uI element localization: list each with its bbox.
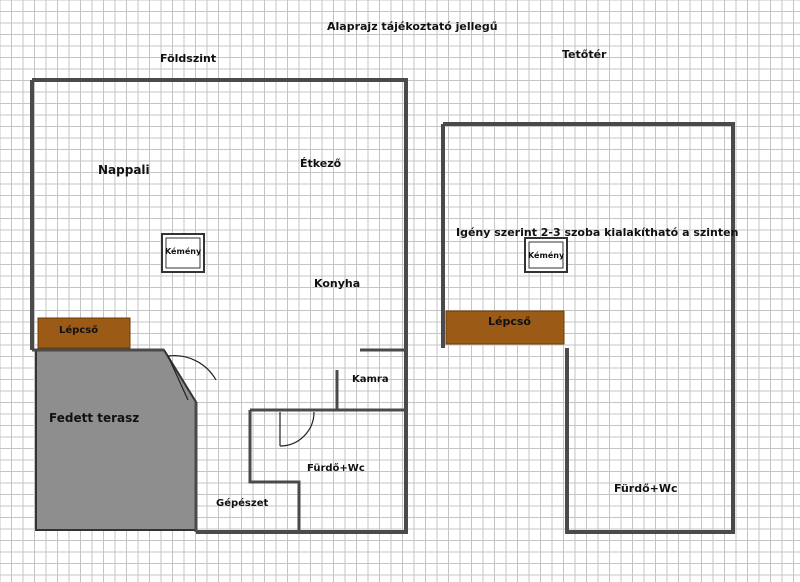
covered-terrace-area xyxy=(35,349,197,531)
room-label-kamra: Kamra xyxy=(352,374,389,385)
attic-chimney-label: Kémény xyxy=(528,251,565,260)
bathroom-door-swing xyxy=(279,411,315,447)
ground-floor-plan xyxy=(30,78,408,534)
room-label-konyha: Konyha xyxy=(314,277,361,290)
room-label-gepeszet: Gépészet xyxy=(216,498,269,509)
room-label-nappali: Nappali xyxy=(98,163,150,177)
ground-chimney xyxy=(161,233,205,273)
ground-outer-walls xyxy=(30,78,408,534)
room-label-fedett-terasz: Fedett terasz xyxy=(49,411,140,425)
attic-chimney xyxy=(524,237,568,273)
ground-stair-label: Lépcső xyxy=(59,325,99,336)
room-label-furdo-wc-attic: Fürdő+Wc xyxy=(614,482,678,495)
attic-note: Igény szerint 2-3 szoba kialakítható a s… xyxy=(456,226,739,239)
ground-stair-block xyxy=(37,317,131,349)
room-label-furdo-wc-ground: Fürdő+Wc xyxy=(307,463,365,474)
ground-floor-label: Földszint xyxy=(160,52,217,65)
ground-chimney-label: Kémény xyxy=(165,247,202,256)
attic-outer-walls xyxy=(441,122,735,534)
ground-chimney-inner xyxy=(165,237,201,269)
attic-stair-block xyxy=(445,310,565,345)
attic-plan xyxy=(441,122,735,534)
attic-stair-label: Lépcső xyxy=(488,315,531,328)
plan-title: Alaprajz tájékoztató jellegű xyxy=(327,20,498,33)
attic-chimney-inner xyxy=(528,241,564,269)
terrace-door-swing xyxy=(167,355,217,401)
attic-floor-label: Tetőtér xyxy=(562,48,607,61)
room-label-etkezo: Étkező xyxy=(300,157,342,170)
ground-interior-walls xyxy=(194,348,406,532)
